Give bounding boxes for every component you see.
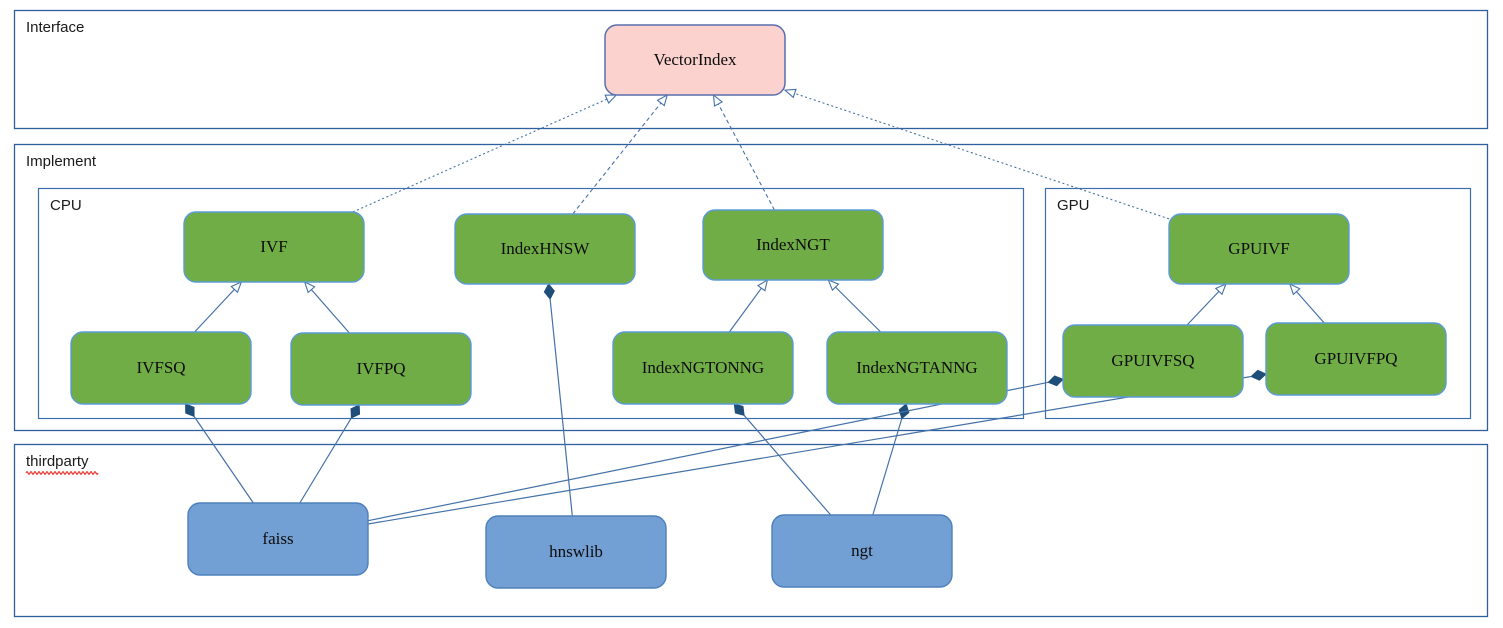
node-rect-indexngtanng[interactable]: [826, 331, 1008, 405]
edge-gpuivfsq-to-faiss: [367, 375, 1064, 522]
node-label-gpuivfpq: GPUIVFPQ: [1314, 349, 1397, 368]
arrowhead-hollow-triangle: [712, 93, 724, 107]
node-ivfpq[interactable]: IVFPQ: [290, 332, 472, 406]
edge-line: [717, 103, 775, 211]
container-label-interface: Interface: [26, 19, 84, 36]
edge-line: [310, 289, 350, 334]
edge-line: [572, 102, 662, 215]
node-ivfsq[interactable]: IVFSQ: [70, 331, 252, 405]
node-rect-ivfsq[interactable]: [70, 331, 252, 405]
node-rect-indexhnsw[interactable]: [454, 213, 636, 285]
edge-gpuivf-to-vectorindex: [783, 88, 1170, 220]
edge-gpuivfsq-to-gpuivf: [1186, 282, 1227, 326]
node-label-ivfpq: IVFPQ: [356, 359, 405, 378]
edge-line: [193, 416, 254, 504]
node-label-indexhnsw: IndexHNSW: [501, 239, 591, 258]
edge-line: [1186, 290, 1220, 326]
edge-line: [367, 381, 1049, 522]
node-ivf[interactable]: IVF: [183, 211, 365, 283]
edge-indexhnsw-to-vectorindex: [572, 93, 669, 215]
node-rect-vectorindex[interactable]: [604, 24, 786, 96]
edge-indexngt-to-vectorindex: [712, 93, 775, 211]
arrowhead-hollow-triangle: [783, 88, 797, 99]
edge-ivfsq-to-ivf: [194, 280, 243, 333]
edge-ivfpq-to-ivf: [303, 280, 350, 334]
edge-line: [1296, 291, 1325, 324]
node-indexngtanng[interactable]: IndexNGTANNG: [826, 331, 1008, 405]
edge-ivf-to-vectorindex: [352, 94, 618, 213]
node-label-ivf: IVF: [260, 237, 287, 256]
edges-layer: [185, 88, 1325, 525]
arrowhead-hollow-triangle: [1288, 282, 1301, 296]
node-label-indexngtanng: IndexNGTANNG: [856, 358, 977, 377]
node-rect-hnswlib[interactable]: [485, 515, 667, 589]
arrowhead-hollow-triangle: [656, 93, 669, 107]
node-ngt[interactable]: ngt: [771, 514, 953, 588]
node-rect-ngt[interactable]: [771, 514, 953, 588]
edge-line: [743, 414, 832, 516]
node-rect-ivfpq[interactable]: [290, 332, 472, 406]
container-label-thirdparty: thirdparty: [26, 453, 89, 470]
node-rect-gpuivfsq[interactable]: [1062, 324, 1244, 398]
node-label-ivfsq: IVFSQ: [136, 358, 185, 377]
node-label-indexngtonng: IndexNGTONNG: [642, 358, 764, 377]
edge-line: [194, 288, 235, 333]
node-gpuivfsq[interactable]: GPUIVFSQ: [1062, 324, 1244, 398]
edge-line: [794, 92, 1170, 220]
edge-indexngtonng-to-indexngt: [728, 278, 769, 333]
node-label-vectorindex: VectorIndex: [653, 50, 737, 69]
node-indexngt[interactable]: IndexNGT: [702, 209, 884, 281]
edge-line: [728, 287, 762, 333]
edge-ivfpq-to-faiss: [299, 404, 361, 504]
node-indexhnsw[interactable]: IndexHNSW: [454, 213, 636, 285]
node-gpuivf[interactable]: GPUIVF: [1168, 213, 1350, 285]
node-rect-indexngt[interactable]: [702, 209, 884, 281]
node-rect-gpuivfpq[interactable]: [1265, 322, 1447, 396]
node-rect-indexngtonng[interactable]: [612, 331, 794, 405]
edge-line: [352, 98, 608, 213]
node-rect-ivf[interactable]: [183, 211, 365, 283]
arrowhead-hollow-triangle: [827, 279, 840, 292]
node-indexngtonng[interactable]: IndexNGTONNG: [612, 331, 794, 405]
arrowhead-hollow-triangle: [1214, 282, 1227, 296]
arrowhead-hollow-triangle: [303, 280, 316, 294]
node-label-indexngt: IndexNGT: [756, 235, 830, 254]
node-label-faiss: faiss: [262, 529, 293, 548]
spellcheck-underline-thirdparty: [25, 471, 99, 475]
edge-gpuivfpq-to-gpuivf: [1288, 282, 1325, 324]
edge-line: [299, 417, 352, 504]
node-faiss[interactable]: faiss: [187, 502, 369, 576]
edge-line: [872, 418, 903, 516]
node-label-hnswlib: hnswlib: [549, 542, 603, 561]
edge-line: [835, 286, 882, 333]
node-vectorindex[interactable]: VectorIndex: [604, 24, 786, 96]
edge-indexngtonng-to-ngt: [733, 403, 832, 516]
node-gpuivfpq[interactable]: GPUIVFPQ: [1265, 322, 1447, 396]
edge-gpuivfpq-to-faiss: [367, 369, 1267, 525]
arrowhead-hollow-triangle: [230, 280, 243, 294]
edge-ivfsq-to-faiss: [185, 403, 254, 504]
node-label-gpuivf: GPUIVF: [1228, 239, 1289, 258]
container-label-cpu: CPU: [50, 197, 82, 214]
arrowhead-hollow-triangle: [604, 94, 618, 105]
container-label-gpu: GPU: [1057, 197, 1090, 214]
arrowhead-hollow-triangle: [756, 278, 769, 292]
edge-indexngtanng-to-indexngt: [827, 279, 882, 333]
edge-line: [367, 375, 1252, 525]
node-rect-faiss[interactable]: [187, 502, 369, 576]
node-label-ngt: ngt: [851, 541, 873, 560]
container-label-implement: Implement: [26, 153, 97, 170]
node-rect-gpuivf[interactable]: [1168, 213, 1350, 285]
node-label-gpuivfsq: GPUIVFSQ: [1111, 351, 1194, 370]
node-hnswlib[interactable]: hnswlib: [485, 515, 667, 589]
